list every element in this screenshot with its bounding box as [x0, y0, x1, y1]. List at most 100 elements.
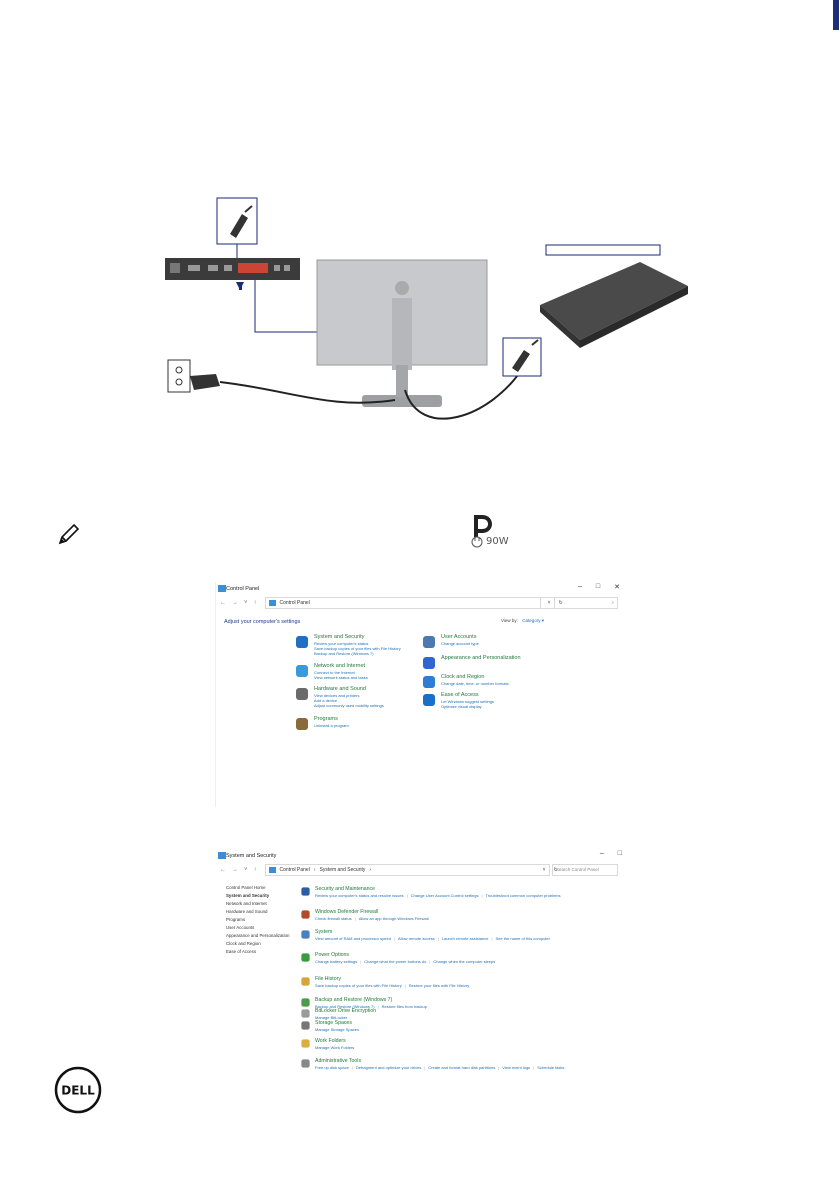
settings-sub-link[interactable]: Review your computer's status and resolv…: [315, 892, 404, 898]
category-sub-link[interactable]: Optimize visual display: [441, 704, 482, 709]
settings-sub-link[interactable]: Schedule tasks: [537, 1064, 565, 1070]
settings-sub-link[interactable]: Create and format hard disk partitions: [428, 1064, 496, 1070]
settings-sub-link[interactable]: Check firewall status: [315, 915, 352, 921]
minimize-icon[interactable]: –: [599, 850, 604, 857]
settings-item-links: Backup and Restore (Windows 7)|Restore f…: [315, 1004, 427, 1009]
address-dropdown-icon[interactable]: ˅: [542, 866, 546, 873]
system-icon: [301, 930, 310, 939]
settings-sub-link[interactable]: View event logs: [502, 1064, 531, 1070]
address-bar[interactable]: Control Panel › System and Security › ˅: [264, 863, 550, 876]
settings-sub-link[interactable]: Allow remote access: [398, 935, 435, 941]
settings-item-title-link[interactable]: BitLocker Drive Encryption: [315, 1008, 377, 1014]
settings-sub-link[interactable]: Change battery settings: [315, 958, 358, 964]
category-sub-link[interactable]: Change date, time, or number formats: [441, 681, 509, 686]
settings-item-title-link[interactable]: Backup and Restore (Windows 7): [315, 997, 393, 1003]
category-sub-link[interactable]: Adjust commonly used mobility settings: [314, 703, 384, 708]
back-arrow-icon[interactable]: ←: [220, 866, 226, 873]
maximize-icon[interactable]: □: [617, 850, 622, 857]
search-input[interactable]: Search Control Panel: [552, 863, 618, 876]
settings-item-title-link[interactable]: Security and Maintenance: [315, 886, 375, 892]
settings-sub-link[interactable]: Free up disk space: [315, 1064, 349, 1070]
view-by-chevron-icon[interactable]: ▾: [541, 618, 544, 623]
category-sub-link[interactable]: Let Windows suggest settings: [441, 699, 494, 704]
settings-item-title-link[interactable]: Storage Spaces: [315, 1020, 352, 1026]
category-sub-link[interactable]: Uninstall a program: [314, 723, 349, 728]
maximize-icon[interactable]: □: [595, 583, 601, 590]
link-separator: |: [424, 1064, 426, 1070]
settings-item-title-link[interactable]: Administrative Tools: [315, 1058, 362, 1064]
work-folders-icon: [301, 1039, 310, 1048]
refresh-icon[interactable]: ↻: [558, 599, 563, 606]
settings-sub-link[interactable]: Backup and Restore (Windows 7): [315, 1003, 375, 1009]
settings-item-title-link[interactable]: System: [315, 929, 333, 935]
address-text: Control Panel: [279, 599, 310, 606]
settings-sub-link[interactable]: See the name of this computer: [495, 935, 550, 941]
settings-sub-link[interactable]: Defragment and optimize your drives: [355, 1064, 422, 1070]
category-sub-link[interactable]: Add a device: [314, 698, 338, 703]
breadcrumb-item[interactable]: System and Security: [319, 866, 366, 873]
settings-sub-link[interactable]: Change User Account Control settings: [410, 892, 479, 898]
category-sub-link[interactable]: View network status and tasks: [314, 675, 368, 680]
category-sub-link[interactable]: Backup and Restore (Windows 7): [314, 651, 374, 656]
category-title-link[interactable]: System and Security: [314, 634, 365, 640]
forward-arrow-icon[interactable]: →: [232, 866, 238, 873]
up-arrow-icon[interactable]: ↑: [253, 866, 257, 873]
minimize-icon[interactable]: –: [577, 583, 582, 590]
sidebar-item[interactable]: Clock and Region: [226, 941, 261, 946]
settings-sub-link[interactable]: Change when the computer sleeps: [433, 958, 496, 964]
category-sub-link[interactable]: Review your computer's status: [314, 641, 369, 646]
settings-item-title-link[interactable]: Windows Defender Firewall: [315, 909, 379, 915]
address-bar[interactable]: Control Panel ˅: [264, 596, 555, 609]
settings-sub-link[interactable]: Save backup copies of your files with Fi…: [315, 982, 402, 988]
refresh-icon[interactable]: ↻: [553, 866, 558, 873]
category-title-link[interactable]: Clock and Region: [441, 674, 485, 680]
category-sub-link[interactable]: Connect to the Internet: [314, 670, 355, 675]
settings-sub-link[interactable]: Manage Work Folders: [315, 1044, 355, 1050]
settings-item-links: Change battery settings |Change what the …: [315, 959, 495, 964]
settings-sub-link[interactable]: Allow an app through Windows Firewall: [358, 915, 429, 921]
sidebar-item[interactable]: Programs: [226, 917, 246, 922]
view-by-value[interactable]: Category: [522, 618, 541, 623]
settings-item-title-link[interactable]: Work Folders: [315, 1038, 346, 1044]
category-sub-link[interactable]: View devices and printers: [314, 693, 360, 698]
close-icon[interactable]: ✕: [614, 584, 620, 591]
sidebar-item[interactable]: Network and Internet: [226, 901, 267, 906]
sidebar-item[interactable]: System and Security: [226, 893, 270, 898]
settings-sub-link[interactable]: Restore your files with File History: [408, 982, 470, 988]
sidebar-item[interactable]: User Accounts: [226, 925, 255, 930]
window-titlebar: Control Panel – □ ✕: [216, 582, 624, 596]
back-arrow-icon[interactable]: ←: [220, 599, 226, 606]
sidebar-item[interactable]: Hardware and Sound: [226, 909, 268, 914]
category-sub-link[interactable]: Save backup copies of your files with Fi…: [314, 646, 401, 651]
view-by-control[interactable]: View by: Category ▾: [501, 618, 544, 624]
category-title-link[interactable]: Hardware and Sound: [314, 686, 366, 692]
breadcrumb-item[interactable]: Control Panel: [279, 866, 310, 873]
category-title-link[interactable]: Appearance and Personalization: [441, 655, 521, 661]
down-chevron-icon[interactable]: ˅: [244, 599, 248, 606]
search-input[interactable]: ⌕: [540, 596, 618, 609]
up-arrow-icon[interactable]: ↑: [253, 599, 257, 606]
settings-sub-link[interactable]: Launch remote assistance: [441, 935, 489, 941]
category-title-link[interactable]: Ease of Access: [441, 692, 479, 698]
category-title-link[interactable]: User Accounts: [441, 634, 477, 640]
category-title-link[interactable]: Network and Internet: [314, 663, 366, 669]
settings-sub-link[interactable]: Manage BitLocker: [315, 1014, 348, 1020]
settings-sub-link[interactable]: View amount of RAM and processor speed: [315, 935, 391, 941]
address-dropdown-icon[interactable]: ˅: [547, 599, 551, 606]
settings-sub-link[interactable]: Change what the power buttons do: [364, 958, 427, 964]
settings-sub-link[interactable]: Restore files from backup: [381, 1003, 427, 1009]
settings-sub-link[interactable]: Manage Storage Spaces: [315, 1026, 360, 1032]
forward-arrow-icon[interactable]: →: [232, 599, 238, 606]
settings-item-title-link[interactable]: Power Options: [315, 952, 350, 958]
sidebar-item[interactable]: Appearance and Personalization: [226, 933, 290, 938]
category-sub-link[interactable]: Change account type: [441, 641, 479, 646]
settings-sub-link[interactable]: Troubleshoot common computer problems: [485, 892, 561, 898]
settings-item-title-link[interactable]: File History: [315, 976, 341, 982]
category-title-link[interactable]: Programs: [314, 716, 338, 722]
sidebar-item-home[interactable]: Control Panel Home: [226, 885, 266, 890]
sidebar-item[interactable]: Ease of Access: [226, 949, 257, 954]
down-chevron-icon[interactable]: ˅: [244, 866, 248, 873]
link-separator: |: [429, 958, 431, 964]
